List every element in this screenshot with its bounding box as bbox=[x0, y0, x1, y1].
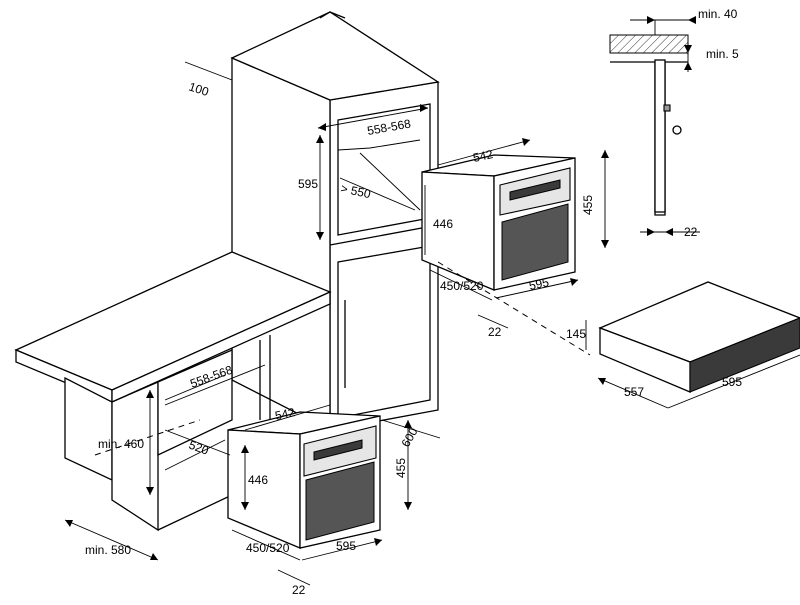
label-oven-top-offset: 22 bbox=[488, 325, 502, 339]
label-detail-22: 22 bbox=[684, 225, 698, 239]
label-oven-top-side: 450/520 bbox=[440, 279, 484, 293]
label-detail-min5: min. 5 bbox=[706, 47, 739, 61]
label-oven-top-depth: 542 bbox=[472, 147, 495, 165]
label-oven-top-front-height: 446 bbox=[433, 217, 453, 231]
label-bottom-gap: 520 bbox=[187, 438, 211, 458]
label-oven-top-width: 595 bbox=[528, 275, 551, 293]
label-cabinet-depth: 600 bbox=[398, 425, 420, 450]
oven-bottom bbox=[227, 411, 381, 549]
mounting-detail bbox=[609, 20, 700, 233]
label-oven-bottom-width: 595 bbox=[336, 539, 356, 553]
label-oven-top-height: 455 bbox=[581, 195, 595, 215]
label-drawer-width: 595 bbox=[722, 375, 742, 389]
dimension-lines bbox=[64, 16, 800, 586]
counter-cabinet bbox=[14, 251, 332, 532]
label-drawer-height: 145 bbox=[566, 327, 586, 341]
label-gap-top: 100 bbox=[187, 80, 211, 100]
oven-top bbox=[421, 154, 576, 291]
tall-cabinet bbox=[230, 11, 440, 432]
label-niche-height-top: 595 bbox=[298, 177, 318, 191]
label-oven-bottom-front-height: 446 bbox=[248, 473, 268, 487]
label-drawer-depth: 557 bbox=[624, 385, 644, 399]
label-oven-bottom-height: 455 bbox=[394, 458, 408, 478]
dimension-labels: 100 558-568 595 > 550 542 446 455 450/52… bbox=[85, 7, 742, 597]
label-oven-bottom-side: 450/520 bbox=[246, 541, 290, 555]
label-oven-bottom-depth: 542 bbox=[274, 405, 297, 423]
warming-drawer bbox=[598, 281, 800, 393]
label-oven-bottom-offset: 22 bbox=[292, 583, 306, 597]
label-detail-min40: min. 40 bbox=[698, 7, 738, 21]
label-counter-min: min. 580 bbox=[85, 543, 131, 557]
label-min-depth-bottom: min. 460 bbox=[98, 437, 144, 451]
label-niche-depth-top: > 550 bbox=[339, 181, 372, 201]
